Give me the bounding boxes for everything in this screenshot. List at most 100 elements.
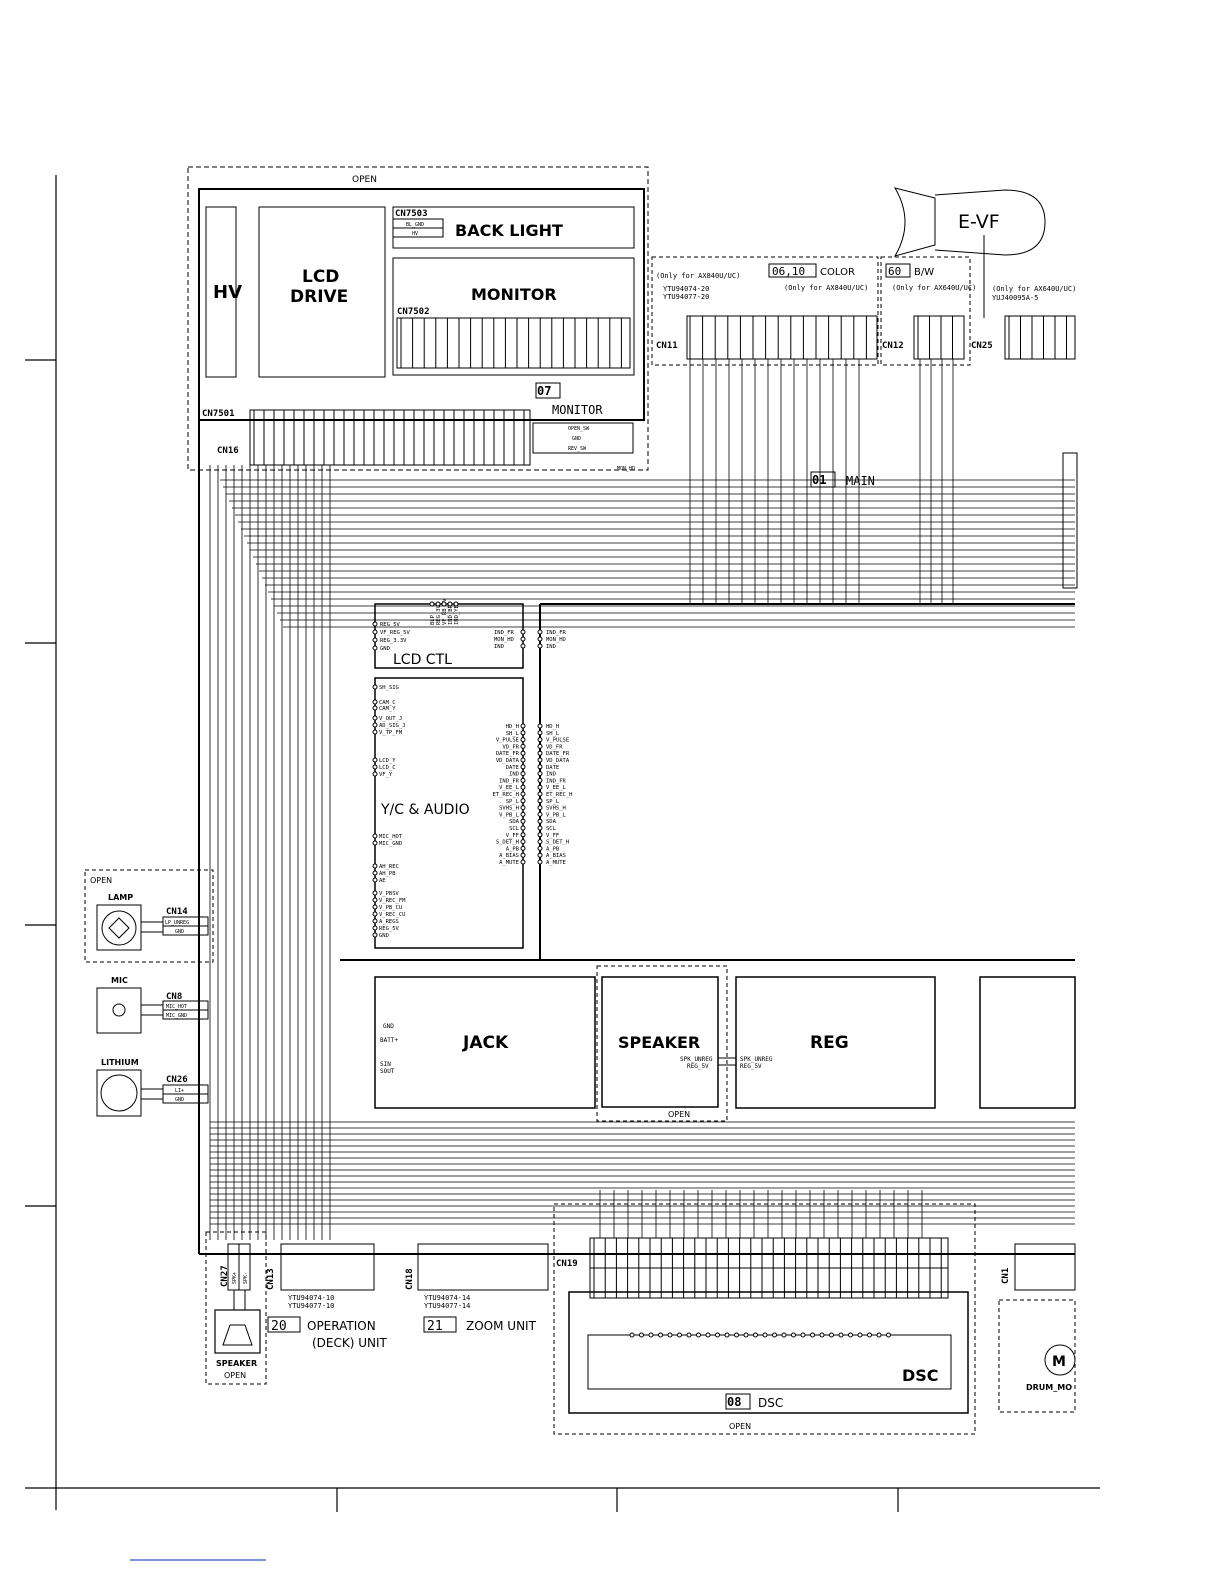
pin-node <box>372 722 378 728</box>
cn18-label: CN18 <box>405 1268 415 1290</box>
monitor-board-num: 07 <box>537 384 551 398</box>
pin-node <box>372 705 378 711</box>
jack-block: JACK GND BATT+ SIN SOUT <box>374 976 596 1109</box>
yc-bus-pin: V_EE_L <box>546 785 567 791</box>
wire-group <box>209 359 1075 1240</box>
pin-node <box>372 637 378 643</box>
cn27-speaker: CN27 SPK+ SPK- SPEAKER OPEN <box>205 1231 267 1385</box>
pin-node <box>520 825 526 831</box>
lcd-ctl-top-pin: VF_RB_5V <box>442 598 448 625</box>
reg-block: REG SPK_UNREG REG_5V <box>718 976 936 1109</box>
pin-node <box>372 870 378 876</box>
pin-node <box>537 730 543 736</box>
jack-pin-sin: SIN <box>380 1061 391 1068</box>
pin-node <box>520 757 526 763</box>
pin-node <box>429 601 435 607</box>
cn7502-connector <box>396 317 631 369</box>
pin-node <box>372 833 378 839</box>
cn18-num: 21 <box>427 1319 443 1334</box>
cn13-title1: OPERATION <box>307 1319 376 1333</box>
yc-right-pin: VD_DATA <box>496 758 520 764</box>
open-sw-label: OPEN_SW <box>568 426 590 432</box>
cn27-label: CN27 <box>220 1265 230 1287</box>
yc-left-pin: MIC_HOT <box>379 834 403 840</box>
yc-left-pin: GND <box>379 933 389 939</box>
evf-eyecup <box>893 187 936 257</box>
dsc-pin-node <box>734 1332 739 1338</box>
cn13-ytu1: YTU94074-10 <box>288 1294 334 1302</box>
dsc-pin-node <box>677 1332 682 1338</box>
color-note: COLOR <box>820 267 855 278</box>
cn14-label: CN14 <box>166 907 188 917</box>
speaker-open-label: OPEN <box>668 1110 690 1119</box>
pin-node <box>372 863 378 869</box>
main-board-name: MAIN <box>846 474 875 488</box>
reg-pin-reg5v: REG_5V <box>740 1063 762 1070</box>
cn13-ytu2: YTU94077-10 <box>288 1302 334 1310</box>
yc-left-pin: CAM_Y <box>379 706 396 712</box>
mic-label: MIC <box>111 976 128 985</box>
color-num: 06,10 <box>772 265 805 278</box>
lithium-section: LITHIUM CN26 LI+ GND <box>96 1058 209 1117</box>
pin-node <box>435 601 441 607</box>
yc-bus-pin: IND_FR <box>546 778 567 784</box>
pin-node <box>372 918 378 924</box>
pin-node <box>372 645 378 651</box>
pin-node <box>520 832 526 838</box>
dsc-pin-node <box>857 1332 863 1338</box>
cn27-pin-1: SPK+ <box>232 1272 238 1284</box>
yc-bus-pin: VD_FR <box>546 744 563 750</box>
pin-node <box>520 777 526 783</box>
yc-right-pin: A_PB <box>506 846 520 852</box>
yc-left-pin: V_PBSV <box>379 891 400 897</box>
lcd-monitor-module: OPEN HV LCD DRIVE CN7503 BACK LIGHT BL_G… <box>187 166 649 472</box>
ytu-20-1: YTU94074-20 <box>663 285 709 293</box>
open-dashed-box <box>187 166 649 471</box>
yc-left-pin: AH_REC <box>379 864 399 870</box>
pin-node <box>520 852 526 858</box>
yc-bus-pin: HD_H <box>546 724 559 730</box>
cn26-pin-2: GND <box>175 1097 184 1103</box>
dsc-pin-node <box>743 1332 749 1338</box>
yc-bus-pin: SVHS_H <box>546 806 566 812</box>
cn13-title2: (DECK) UNIT <box>312 1336 388 1350</box>
main-right-block <box>1062 452 1078 589</box>
cn1-drum: CN1 M DRUM_MO <box>998 1243 1076 1413</box>
yc-left-pin: VF_Y <box>379 772 393 778</box>
pin-node <box>453 601 459 607</box>
yc-bus-pin: V_FF <box>546 833 559 839</box>
yc-left-pin: LCD_C <box>379 765 396 771</box>
pin-node <box>372 629 378 635</box>
yc-right-pin: DATE_FR <box>496 751 520 757</box>
cn13-operation: CN13 YTU94074-10 YTU94077-10 20 OPERATIO… <box>266 1243 388 1350</box>
bw-num-box <box>885 263 911 278</box>
yc-bus-pin: A_PB <box>546 846 560 852</box>
yc-left-pin: CAM_C <box>379 700 396 706</box>
lcd-ctl-right-pin: IND <box>494 644 504 650</box>
jack-label: JACK <box>462 1033 509 1053</box>
yuj-label: YUJ40095A-5 <box>992 294 1038 302</box>
cn7503-label: CN7503 <box>395 209 428 219</box>
pin-node <box>520 811 526 817</box>
pin-node <box>372 897 378 903</box>
reg-label: REG <box>810 1033 849 1053</box>
pin-node <box>520 764 526 770</box>
cn8-pin-1: MIC_HOT <box>166 1004 187 1010</box>
pin-node <box>537 777 543 783</box>
drum-motor-label: DRUM_MO <box>1026 1383 1072 1392</box>
yc-audio-pins: SH_SIGCAM_CCAM_YV_OUT_JAD_SIG_JV_TP_FMLC… <box>372 684 573 939</box>
pin-node <box>537 852 543 858</box>
yc-right-pin: HD_H <box>506 724 519 730</box>
yc-right-pin: V_EE_L <box>499 785 520 791</box>
dsc-pin-node <box>848 1332 853 1338</box>
monitor-board-num-box <box>535 382 561 399</box>
pin-node <box>372 684 378 690</box>
yc-right-pin: V_PULSE <box>496 738 519 744</box>
switch-block <box>532 422 634 454</box>
yc-left-pin: SH_SIG <box>379 685 399 691</box>
dsc-pin-node <box>772 1332 777 1338</box>
monitor-board-outline <box>198 188 645 421</box>
yc-right-pin: S_DET_H <box>496 840 519 846</box>
